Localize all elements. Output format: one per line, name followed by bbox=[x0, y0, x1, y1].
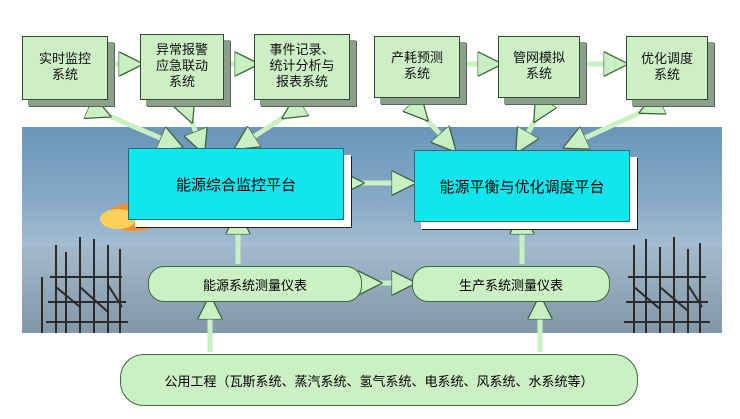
energy-monitoring-platform: 能源综合监控平台 bbox=[128, 148, 344, 220]
arrow-records-monitor bbox=[244, 112, 292, 143]
realtime-monitor-label: 实时监控 系统 bbox=[38, 52, 91, 83]
arrow-alarm-monitor bbox=[188, 112, 200, 143]
energy-monitoring-platform-label: 能源综合监控平台 bbox=[175, 175, 296, 194]
optimization-dispatch-system-box: 优化调度 系统 bbox=[626, 36, 708, 100]
alarm-response-system-box: 异常报警 应急联动 系统 bbox=[140, 34, 224, 100]
records-statistics-system-box: 事件记录、 统计分析与 报表系统 bbox=[254, 34, 350, 100]
production-measurement-instruments: 生产系统测量仪表 bbox=[412, 266, 610, 302]
right-flare-stacks bbox=[624, 237, 710, 333]
consumption-forecast-system-box: 产耗预测 系统 bbox=[374, 36, 460, 98]
energy-balance-platform-label: 能源平衡与优化调度平台 bbox=[439, 177, 605, 196]
records-statistics-label: 事件记录、 统计分析与 报表系统 bbox=[269, 43, 335, 90]
production-instruments-label: 生产系统测量仪表 bbox=[458, 278, 563, 294]
utility-engineering-base: 公用工程（瓦斯系统、蒸汽系统、氢气系统、电系统、风系统、水系统等） bbox=[120, 354, 638, 406]
energy-measurement-instruments: 能源系统测量仪表 bbox=[148, 266, 362, 302]
alarm-response-label: 异常报警 应急联动 系统 bbox=[155, 43, 208, 90]
arrow-consumption-balance bbox=[420, 112, 448, 143]
network-simulation-system-box: 管网模拟 系统 bbox=[498, 36, 580, 98]
arrow-realtime-monitor bbox=[100, 112, 172, 143]
arrow-optimize-balance bbox=[574, 108, 650, 143]
energy-balance-dispatch-platform: 能源平衡与优化调度平台 bbox=[414, 150, 630, 222]
energy-instruments-label: 能源系统测量仪表 bbox=[202, 278, 307, 294]
utility-engineering-label: 公用工程（瓦斯系统、蒸汽系统、氢气系统、电系统、风系统、水系统等） bbox=[164, 374, 594, 390]
left-flare-stacks bbox=[41, 237, 128, 333]
network-simulation-label: 管网模拟 系统 bbox=[512, 51, 565, 82]
arrow-network-balance bbox=[522, 112, 540, 143]
consumption-forecast-label: 产耗预测 系统 bbox=[390, 51, 443, 82]
optimization-dispatch-label: 优化调度 系统 bbox=[640, 52, 693, 83]
realtime-monitor-system-box: 实时监控 系统 bbox=[22, 36, 108, 100]
